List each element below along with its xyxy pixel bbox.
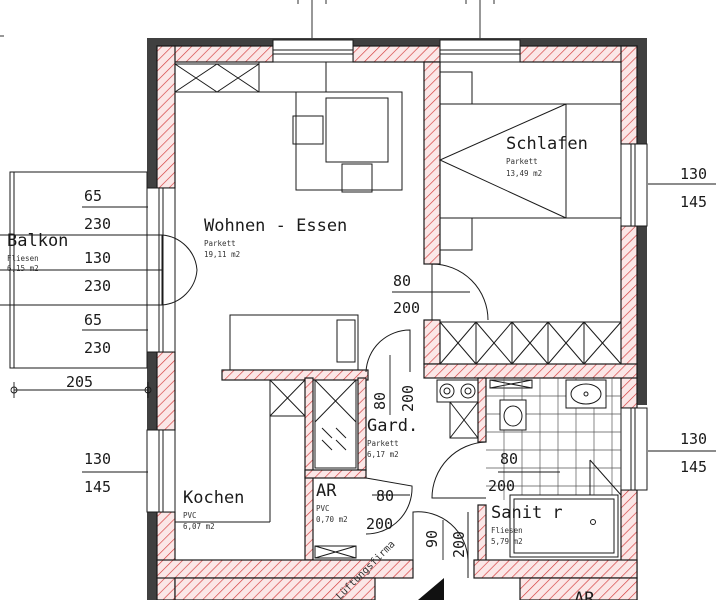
room-name-ar-lower: AR xyxy=(574,589,595,600)
bed xyxy=(439,103,622,219)
dim-sanit-window-w: 130 xyxy=(680,430,707,448)
dim-schlafen-window-w: 130 xyxy=(680,165,707,183)
door-gard xyxy=(365,329,411,373)
nightstand-bottom xyxy=(439,217,473,251)
washer xyxy=(436,379,479,403)
dim-door-sanit-w: 80 xyxy=(500,450,518,468)
room-area-ar: 0,70 m2 xyxy=(316,515,348,524)
room-area-gard: 6,17 m2 xyxy=(367,450,399,459)
room-area-schlafen: 13,49 m2 xyxy=(506,169,542,178)
window-schlafen xyxy=(620,143,648,227)
wall-schlafen-left xyxy=(423,61,441,265)
room-area-sanitaer: 5,79 m2 xyxy=(491,537,523,546)
wall-schlafen-left-low xyxy=(423,319,441,365)
room-name-balkon: Balkon xyxy=(7,231,68,251)
walls xyxy=(156,45,638,600)
dim-door-sanit-h: 200 xyxy=(488,477,515,495)
room-area-wohnen: 19,11 m2 xyxy=(204,250,240,259)
room-area-balkon: 6,15 m2 xyxy=(7,264,39,273)
dim-left-window-2-w: 65 xyxy=(84,311,102,329)
shaft-box xyxy=(314,379,357,469)
wall-left-upper xyxy=(156,45,176,189)
window-top-left xyxy=(272,39,354,63)
exterior-wall-edge xyxy=(147,38,647,600)
wall-left-mid xyxy=(156,351,176,431)
shower xyxy=(509,494,619,558)
wardrobe xyxy=(439,321,622,365)
furniture xyxy=(174,62,622,559)
room-name-sanitaer: Sanit r xyxy=(491,503,563,523)
wall-top-right xyxy=(519,45,638,63)
room-name-gard: Gard. xyxy=(367,416,418,436)
dim-left-door-h: 230 xyxy=(84,277,111,295)
dim-kochen-window-w: 130 xyxy=(84,450,111,468)
door-ar xyxy=(365,477,413,535)
wall-bottom-below-right xyxy=(519,577,638,600)
room-floor-schlafen: Parkett xyxy=(506,157,538,166)
dim-door-gard-w: 80 xyxy=(371,392,389,410)
wall-bottom-right xyxy=(473,559,638,579)
wall-right-upper xyxy=(620,45,638,145)
wall-ar-top xyxy=(304,469,367,479)
wall-shaft-left xyxy=(304,377,314,561)
dim-door-entry-h: 200 xyxy=(450,531,468,558)
dim-door-gard-h: 200 xyxy=(399,385,417,412)
kitchen-unit xyxy=(269,379,306,417)
door-balkon-left xyxy=(161,234,198,271)
wall-top-mid xyxy=(352,45,441,63)
room-floor-balkon: Fliesen xyxy=(7,254,39,263)
room-floor-wohnen: Parkett xyxy=(204,239,236,248)
door-entry xyxy=(412,511,469,561)
window-top-right xyxy=(439,39,521,63)
dim-sanit-window-h: 145 xyxy=(680,458,707,476)
wall-sanit-left xyxy=(477,377,487,443)
dim-kochen-window-h: 145 xyxy=(84,478,111,496)
room-name-kochen: Kochen xyxy=(183,488,244,508)
room-area-kochen: 6,07 m2 xyxy=(183,522,215,531)
dim-door-ar-h: 200 xyxy=(366,515,393,533)
stair-arrow xyxy=(418,578,444,600)
dimension-lines xyxy=(0,0,716,560)
room-name-ar: AR xyxy=(316,481,337,501)
window-kochen xyxy=(146,429,176,513)
wall-bottom-below xyxy=(174,577,376,600)
wall-sanit-left-low xyxy=(477,504,487,564)
wall-shaft-right xyxy=(357,377,367,471)
door-sanit xyxy=(431,441,487,499)
room-labels: Wohnen - Essen Parkett 19,11 m2 Schlafen… xyxy=(7,134,595,600)
dim-left-window-1-w: 65 xyxy=(84,187,102,205)
wall-left-lower xyxy=(156,511,176,600)
door-balkon-right xyxy=(161,269,198,306)
dim-door-ar-w: 80 xyxy=(376,487,394,505)
wall-right-mid xyxy=(620,225,638,409)
dim-balkon-width: 205 xyxy=(66,373,93,391)
room-floor-kochen: PVC xyxy=(183,511,197,520)
dim-door-wohnen-h: 200 xyxy=(393,299,420,317)
room-name-wohnen: Wohnen - Essen xyxy=(204,216,347,236)
dim-schlafen-window-h: 145 xyxy=(680,193,707,211)
dim-left-window-1-h: 230 xyxy=(84,215,111,233)
dim-door-wohnen-w: 80 xyxy=(393,272,411,290)
window-sanit xyxy=(620,407,648,491)
dim-left-window-2-h: 230 xyxy=(84,339,111,357)
cabinet-top-left xyxy=(174,63,260,93)
sofa xyxy=(229,314,359,371)
room-floor-sanitaer: Fliesen xyxy=(491,526,523,535)
wall-schlafen-bottom xyxy=(423,363,638,379)
dim-door-entry-w: 90 xyxy=(423,530,441,548)
nightstand-top xyxy=(439,71,473,105)
room-floor-ar: PVC xyxy=(316,504,330,513)
room-name-schlafen: Schlafen xyxy=(506,134,588,154)
wall-kochen-top xyxy=(221,369,369,381)
dim-left-door-w: 130 xyxy=(84,249,111,267)
sink xyxy=(565,379,607,409)
room-floor-gard: Parkett xyxy=(367,439,399,448)
dining-table xyxy=(295,91,403,191)
